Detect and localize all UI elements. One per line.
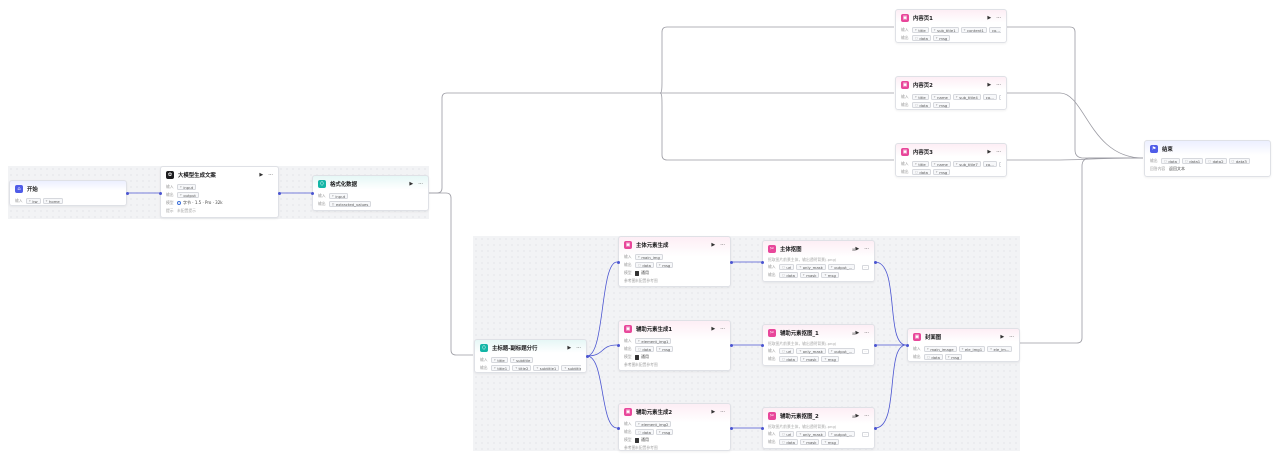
cutout-icon: ✂ xyxy=(768,329,776,337)
code-icon: ⟨⟩ xyxy=(318,180,326,188)
more-icon[interactable]: ··· xyxy=(418,181,423,187)
model-icon xyxy=(177,201,181,205)
port-main-gen-out[interactable] xyxy=(729,260,733,264)
edge-split-aux-gen2 xyxy=(586,355,618,429)
run-icon[interactable]: ▶ xyxy=(711,409,716,415)
port-format-in[interactable] xyxy=(310,191,314,195)
port-aux-gen2-in[interactable] xyxy=(616,426,620,430)
node-end[interactable]: ⚑ 结束 输出 ▢data ▢data1 ▢data2 ▢data3 回答内容返… xyxy=(1144,140,1271,177)
node-aux-cut2[interactable]: ✂ 辅助元素抠图_2 ⊞ ▶··· 抠取图片前景主体，输出透明背景(.png) … xyxy=(762,407,875,449)
edge-page2-end xyxy=(1007,92,1144,159)
more-icon[interactable]: ··· xyxy=(1009,334,1014,340)
node-main-cut[interactable]: ✂ 主体抠图 ⊞ ▶··· 抠取图片前景主体，输出透明背景(.png) 输入 ▢… xyxy=(762,240,875,282)
image-icon: ▣ xyxy=(901,14,909,22)
more-icon[interactable]: ··· xyxy=(996,149,1001,155)
run-icon[interactable]: ▶ xyxy=(987,149,992,155)
more-icon[interactable]: ··· xyxy=(720,242,725,248)
port-aux-gen1-in[interactable] xyxy=(616,343,620,347)
port-main-cut-in[interactable] xyxy=(760,260,764,264)
cutout-icon: ✂ xyxy=(768,245,776,253)
more-icon[interactable]: ··· xyxy=(720,409,725,415)
more-icon[interactable]: ··· xyxy=(864,246,869,252)
more-icon[interactable]: ··· xyxy=(268,172,273,178)
port-aux-cut2-out[interactable] xyxy=(873,426,877,430)
port-start-out[interactable] xyxy=(125,191,129,195)
run-icon[interactable]: ▶ xyxy=(711,242,716,248)
port-split-out[interactable] xyxy=(585,354,589,358)
image-gen-icon: ▣ xyxy=(624,408,632,416)
port-aux-cut1-out[interactable] xyxy=(873,343,877,347)
cutout-icon: ✂ xyxy=(768,412,776,420)
port-aux-cut1-in[interactable] xyxy=(760,343,764,347)
image-gen-icon: ▣ xyxy=(624,241,632,249)
edge-format-pages xyxy=(429,92,894,194)
run-icon[interactable]: ▶ xyxy=(855,413,860,419)
run-icon[interactable]: ▶ xyxy=(1000,334,1005,340)
port-main-cut-out[interactable] xyxy=(873,260,877,264)
port-aux-gen1-out[interactable] xyxy=(729,343,733,347)
run-icon[interactable]: ▶ xyxy=(711,326,716,332)
run-icon[interactable]: ▶ xyxy=(259,172,264,178)
more-icon[interactable]: ··· xyxy=(996,15,1001,21)
plugin-tag-icon: ⊞ xyxy=(852,330,856,336)
end-icon: ⚑ xyxy=(1150,145,1158,153)
node-title: 开始 xyxy=(27,187,38,193)
edge-cover-end xyxy=(1020,157,1143,344)
plugin-tag-icon: ⊞ xyxy=(852,413,856,419)
port-llm-out[interactable] xyxy=(277,191,281,195)
port-main-gen-in[interactable] xyxy=(616,260,620,264)
model-thumbnail-icon xyxy=(635,354,639,360)
edge-main-cut-cover xyxy=(874,261,907,346)
run-icon[interactable]: ▶ xyxy=(567,345,572,351)
code-icon: ⟨⟩ xyxy=(480,344,488,352)
model-thumbnail-icon xyxy=(635,270,639,276)
edge-branch-page1 xyxy=(659,26,894,94)
more-icon[interactable]: ··· xyxy=(864,330,869,336)
image-icon: ▣ xyxy=(913,333,921,341)
image-gen-icon: ▣ xyxy=(624,325,632,333)
more-icon[interactable]: ··· xyxy=(996,82,1001,88)
edge-format-split xyxy=(429,192,473,356)
image-icon: ▣ xyxy=(901,81,909,89)
image-icon: ▣ xyxy=(901,148,909,156)
model-thumbnail-icon xyxy=(635,437,639,443)
edge-aux-cut2-cover xyxy=(874,344,907,429)
run-icon[interactable]: ▶ xyxy=(855,246,860,252)
port-aux-gen2-out[interactable] xyxy=(729,426,733,430)
plugin-tag-icon: ⊞ xyxy=(852,246,856,252)
run-icon[interactable]: ▶ xyxy=(409,181,414,187)
port-cover-in[interactable] xyxy=(905,343,909,347)
run-icon[interactable]: ▶ xyxy=(987,82,992,88)
edge-split-main-gen xyxy=(586,261,618,357)
edge-branch-page3 xyxy=(659,92,894,161)
more-icon[interactable]: ··· xyxy=(576,345,581,351)
edge-page1-end xyxy=(1007,26,1143,159)
node-aux-cut1[interactable]: ✂ 辅助元素抠图_1 ⊞ ▶··· 抠取图片前景主体，输出透明背景(.png) … xyxy=(762,324,875,366)
port-llm-in[interactable] xyxy=(158,191,162,195)
start-icon: ⌂ xyxy=(15,185,23,193)
llm-icon: ✿ xyxy=(166,171,174,179)
run-icon[interactable]: ▶ xyxy=(855,330,860,336)
more-icon[interactable]: ··· xyxy=(720,326,725,332)
more-icon[interactable]: ··· xyxy=(864,413,869,419)
edge-split-aux-gen1 xyxy=(586,344,618,357)
run-icon[interactable]: ▶ xyxy=(987,15,992,21)
port-aux-cut2-in[interactable] xyxy=(760,426,764,430)
